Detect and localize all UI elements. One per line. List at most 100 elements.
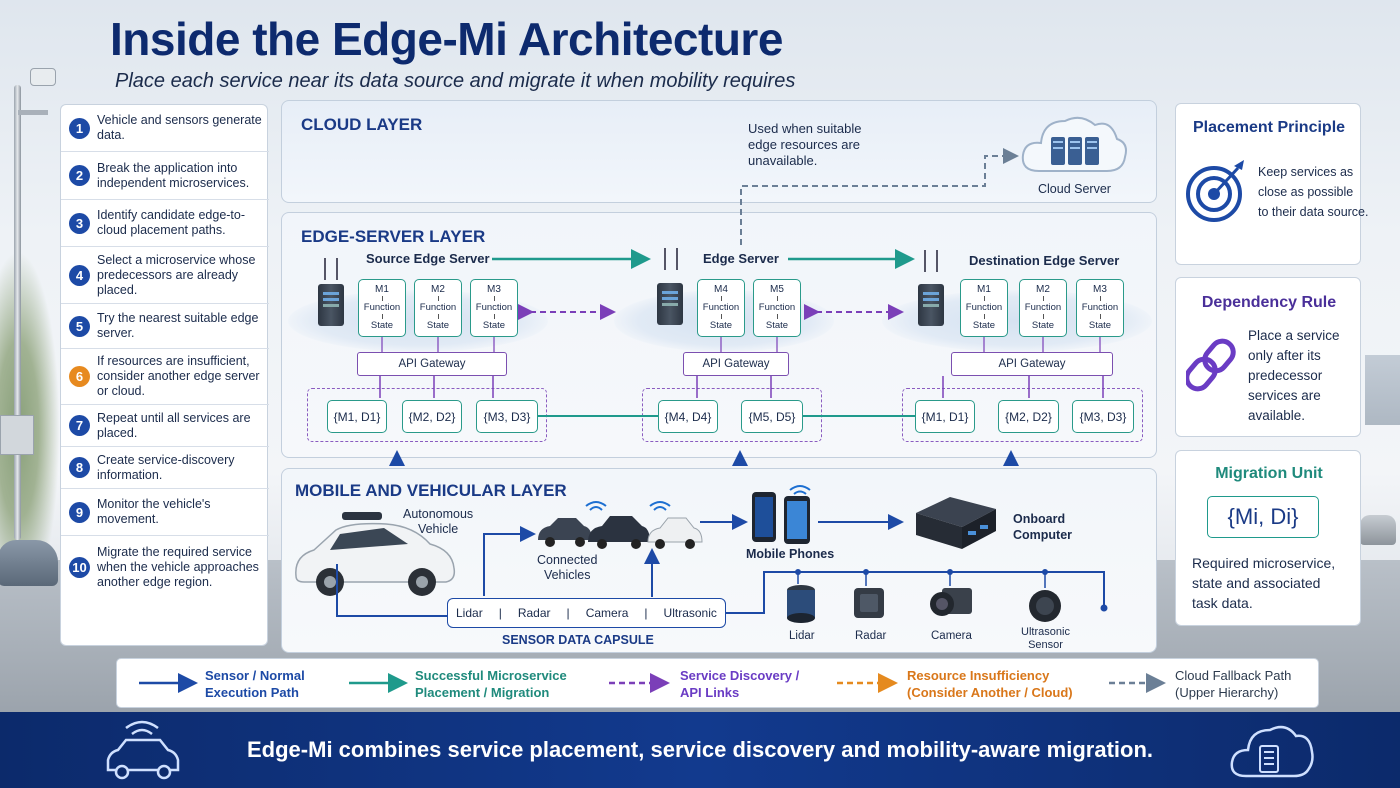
step-number: 2 <box>69 165 90 186</box>
lidar-label: Lidar <box>789 630 815 642</box>
step-item: 9 Monitor the vehicle's movement. <box>61 489 269 536</box>
placement-principle-title: Placement Principle <box>1192 119 1346 136</box>
migration-unit-formula: {Mi, Di} <box>1207 496 1319 538</box>
antenna-icon <box>664 248 678 270</box>
lidar-icon <box>787 585 815 623</box>
cloud-layer: CLOUD LAYER Used when suitable edge reso… <box>281 100 1157 203</box>
connected-vehicles-icon <box>538 501 703 549</box>
step-item: 6 If resources are insufficient, consider… <box>61 349 269 405</box>
roadside-unit-icon <box>0 415 34 455</box>
edge-layer-title: EDGE-SERVER LAYER <box>301 227 486 246</box>
edge-server-icon <box>318 284 344 326</box>
placement-principle-card: Placement Principle Keep services as clo… <box>1175 103 1368 265</box>
edge-server-icon <box>918 284 944 326</box>
step-text: Try the nearest suitable edge server. <box>97 311 259 340</box>
placement-principle-text: Keep services as close as possible to th… <box>1258 165 1369 219</box>
traffic-camera-icon <box>30 68 56 86</box>
sensor-capsule-label: SENSOR DATA CAPSULE <box>502 633 654 647</box>
radar-icon <box>854 588 884 618</box>
migration-unit-title: Migration Unit <box>1215 465 1323 482</box>
sensor-data-capsule: Lidar| Radar| Camera| Ultrasonic <box>447 598 726 628</box>
step-number: 4 <box>69 264 90 286</box>
camera-label: Camera <box>931 630 972 642</box>
destination-edge-server-label: Destination Edge Server <box>969 253 1120 268</box>
cloud-server-icon <box>1230 725 1314 778</box>
step-text: Migrate the required service when the ve… <box>97 544 259 589</box>
camera-pole <box>14 85 21 540</box>
legend-item-cloud-fallback: Cloud Fallback Path(Upper Hierarchy) <box>1175 668 1292 700</box>
background-trees <box>0 250 60 550</box>
step-text: Monitor the vehicle's movement. <box>97 497 211 526</box>
footer-banner: Edge-Mi combines service placement, serv… <box>0 712 1400 788</box>
mobile-phones-label: Mobile Phones <box>746 547 835 561</box>
step-text: Break the application into independent m… <box>97 160 250 190</box>
api-gateway: API Gateway <box>357 352 507 376</box>
mobile-phones-icon <box>752 485 811 544</box>
background-car <box>1360 515 1396 545</box>
step-text: Create service-discovery information. <box>97 452 235 482</box>
cloud-fallback-note: Used when suitable edge resources are un… <box>748 121 862 168</box>
camera-sensor-icon <box>930 588 972 616</box>
ultrasonic-sensor-icon <box>1029 590 1061 622</box>
antenna-icon <box>324 258 338 280</box>
step-item: 5 Try the nearest suitable edge server. <box>61 304 269 349</box>
step-number: 6 <box>69 366 90 387</box>
mobile-layer-title: MOBILE AND VEHICULAR LAYER <box>295 481 567 500</box>
page-subtitle: Place each service near its data source … <box>115 70 796 92</box>
background-car <box>0 540 58 586</box>
migration-unit-box: {M2, D2} <box>998 400 1059 433</box>
step-number: 1 <box>69 117 90 139</box>
migration-unit-box: {M4, D4} <box>658 400 718 433</box>
api-gateway: API Gateway <box>683 352 789 376</box>
target-icon <box>1186 160 1244 222</box>
chain-link-icon <box>1186 338 1236 392</box>
dependency-rule-text: Place a service only after its predecess… <box>1248 328 1340 423</box>
migration-unit-box: {M1, D1} <box>327 400 387 433</box>
step-number: 5 <box>69 315 90 337</box>
step-number: 7 <box>69 415 90 436</box>
migration-unit-box: {M3, D3} <box>1072 400 1134 433</box>
migration-unit-card: Migration Unit {Mi, Di} Required microse… <box>1175 450 1361 626</box>
page-title: Inside the Edge-Mi Architecture <box>110 13 783 65</box>
legend-item-service-discovery: Service Discovery /API Links <box>680 668 800 700</box>
step-text: Identify candidate edge-to-cloud placeme… <box>97 208 246 237</box>
onboard-computer-icon <box>916 497 996 549</box>
edge-server-label: Edge Server <box>703 251 779 266</box>
cloud-server-label: Cloud Server <box>1038 182 1111 196</box>
autonomous-vehicle-label: Autonomous Vehicle <box>403 507 474 536</box>
step-text: Repeat until all services are placed. <box>97 410 251 440</box>
step-number: 9 <box>69 501 90 523</box>
cloud-layer-title: CLOUD LAYER <box>301 115 423 134</box>
footer-text: Edge-Mi combines service placement, serv… <box>247 737 1153 762</box>
migration-unit-box: {M5, D5} <box>741 400 803 433</box>
edge-server-icon <box>657 283 683 325</box>
migration-unit-text: Required microservice, state and associa… <box>1192 555 1336 611</box>
connected-car-icon <box>106 720 180 780</box>
step-item: 2 Break the application into independent … <box>61 152 269 200</box>
dependency-rule-card: Dependency Rule Place a service only aft… <box>1175 277 1361 437</box>
antenna-icon <box>924 250 938 272</box>
migration-unit-box: {M2, D2} <box>402 400 462 433</box>
dependency-rule-title: Dependency Rule <box>1201 294 1337 311</box>
step-number: 10 <box>69 556 90 578</box>
migration-unit-box: {M1, D1} <box>915 400 975 433</box>
legend-lines <box>139 673 1166 693</box>
migration-unit-box: {M3, D3} <box>476 400 538 433</box>
step-item: 10 Migrate the required service when the … <box>61 536 269 598</box>
camera-pole-arm <box>18 110 48 115</box>
step-text: If resources are insufficient, consider … <box>97 354 260 398</box>
onboard-computer-label: Onboard Computer <box>1013 512 1073 542</box>
